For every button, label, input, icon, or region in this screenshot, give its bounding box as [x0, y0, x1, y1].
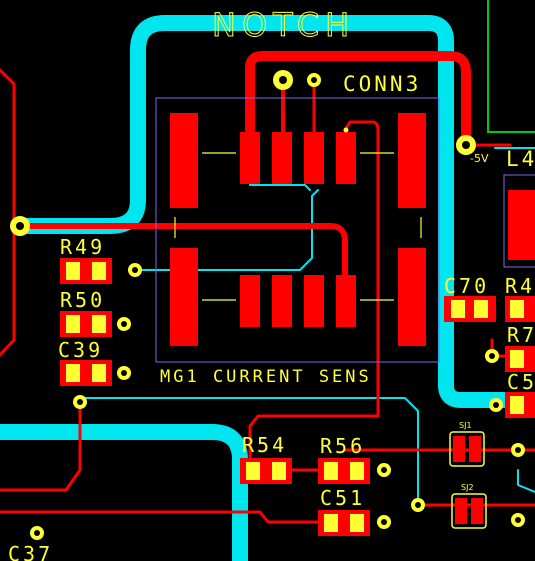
smd-c39[interactable] — [60, 360, 112, 386]
keepout-lines — [487, 0, 535, 133]
smd-r54[interactable] — [240, 458, 292, 484]
mg1-pads[interactable] — [170, 113, 426, 346]
l4-label: L4 — [506, 147, 535, 171]
r50-label: R50 — [60, 288, 105, 312]
r56-label: R56 — [320, 434, 365, 458]
smd-r50[interactable] — [60, 311, 112, 337]
smd-r49[interactable] — [60, 258, 112, 284]
r4x-label: R4 — [505, 274, 535, 298]
smd-r56[interactable] — [318, 458, 370, 484]
c37-label: C37 — [8, 542, 53, 561]
c51-label: C51 — [320, 486, 365, 510]
sj1-label: SJ1 — [459, 421, 472, 430]
smd-c51[interactable] — [318, 510, 370, 536]
conn3-label: CONN3 — [343, 72, 421, 96]
r54-label: R54 — [242, 433, 287, 457]
mg1-component-outline[interactable] — [155, 97, 440, 363]
solder-jumper-sj1[interactable] — [449, 431, 485, 467]
mg1-label: MG1 CURRENT SENS — [160, 367, 372, 387]
neg5v-label: -5V — [470, 152, 489, 165]
r7x-label: R7 — [507, 323, 535, 347]
right-edge-pads[interactable] — [444, 190, 535, 418]
bottom-copper-traces — [0, 15, 535, 561]
via-holes — [16, 76, 521, 536]
c5x-label: C5 — [507, 370, 535, 394]
solder-jumper-sj2[interactable] — [451, 493, 487, 529]
mg1-silk-marks — [174, 127, 422, 301]
c70-label: C70 — [444, 274, 489, 298]
sj2-label: SJ2 — [461, 483, 474, 492]
l4-component-outline[interactable] — [503, 174, 535, 268]
notch-label: NOTCH — [212, 6, 355, 44]
c39-label: C39 — [58, 338, 103, 362]
r49-label: R49 — [60, 235, 105, 259]
